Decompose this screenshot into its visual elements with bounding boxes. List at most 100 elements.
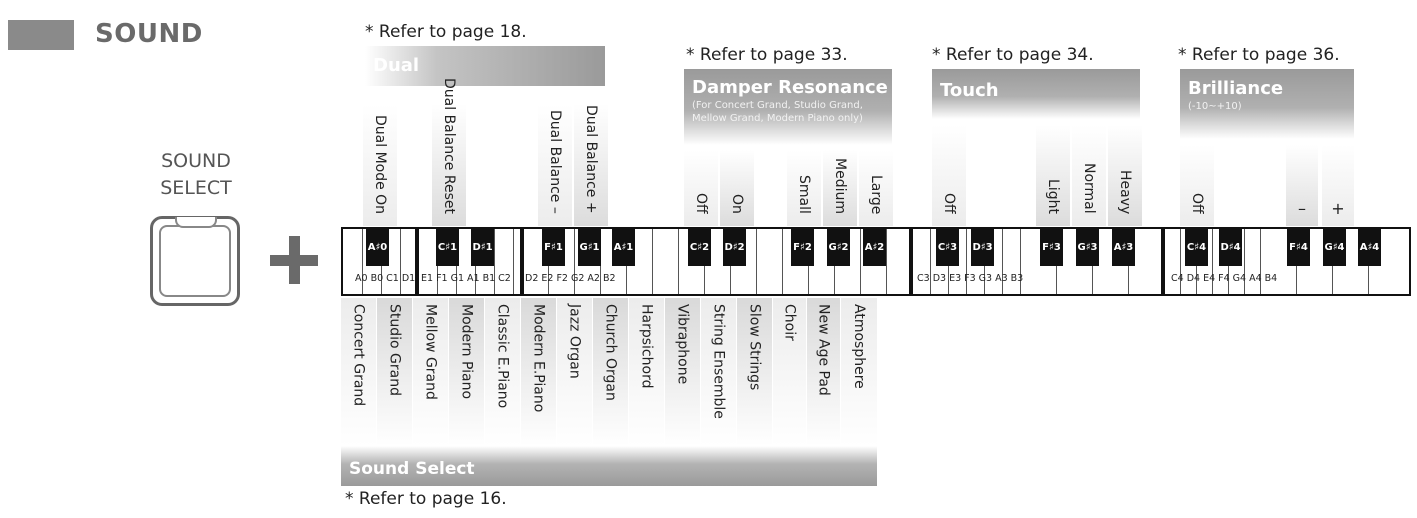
white-key[interactable] <box>731 229 757 294</box>
black-key[interactable]: A♯3 <box>1112 229 1135 266</box>
sound-new-age-pad: New Age Pad <box>807 298 840 446</box>
black-key[interactable]: D♯3 <box>971 229 994 266</box>
black-key[interactable]: C♯4 <box>1185 229 1208 266</box>
white-key-notes: C3 D3 E3 F3 G3 A3 B3 <box>917 273 1024 284</box>
function-label: Normal <box>1081 163 1097 214</box>
black-key[interactable]: A♯2 <box>863 229 886 266</box>
sound-select-button-face <box>159 225 231 297</box>
brilliance-sub: (-10~+10) <box>1188 101 1242 112</box>
white-key[interactable] <box>835 229 861 294</box>
function-dual-balance-reset: Dual Balance Reset <box>432 78 466 226</box>
sound-modern-piano: Modern Piano <box>449 298 484 446</box>
function-touch-heavy: Heavy <box>1108 125 1142 226</box>
white-key-notes: C4 D4 E4 F4 G4 A4 B4 <box>1171 273 1278 284</box>
function-label: Dual Balance – <box>547 110 563 214</box>
white-key[interactable] <box>549 229 575 294</box>
white-key[interactable] <box>495 229 514 294</box>
sound-label: Concert Grand <box>350 304 367 407</box>
white-key[interactable] <box>343 229 363 294</box>
black-key[interactable]: F♯2 <box>791 229 814 266</box>
refer-touch: * Refer to page 34. <box>932 45 1094 65</box>
sound-label: Mellow Grand <box>422 304 439 400</box>
function-dual-balance-plus: Dual Balance + <box>574 104 608 226</box>
black-key[interactable]: D♯4 <box>1219 229 1242 266</box>
function-damper-medium: Medium <box>823 150 857 226</box>
sound-church-organ: Church Organ <box>593 298 628 446</box>
white-key-notes: A0 B0 C1 D1 <box>355 273 416 284</box>
sound-select-label-line1: SOUND <box>161 150 231 172</box>
function-label: Dual Balance + <box>583 105 599 214</box>
function-dual-balance-minus: Dual Balance – <box>538 104 572 226</box>
white-key[interactable] <box>382 229 401 294</box>
white-key[interactable] <box>476 229 495 294</box>
sound-choir: Choir <box>773 298 806 446</box>
sound-label: Modern E.Piano <box>530 304 547 413</box>
white-key-notes: D2 E2 F2 G2 A2 B2 <box>525 273 616 284</box>
white-key[interactable] <box>1229 229 1245 294</box>
black-key[interactable]: F♯4 <box>1287 229 1310 266</box>
keyboard: A0 B0 C1 D1 E1 F1 G1 A1 B1 C2 D2 E2 F2 G… <box>341 227 1411 296</box>
refer-sound-select: * Refer to page 16. <box>345 489 507 509</box>
sound-atmosphere: Atmosphere <box>841 298 877 446</box>
white-key[interactable] <box>627 229 653 294</box>
refer-damper: * Refer to page 33. <box>686 45 848 65</box>
black-key[interactable]: F♯1 <box>542 229 565 266</box>
white-key[interactable] <box>861 229 887 294</box>
function-label: Light <box>1045 179 1061 214</box>
function-damper-on: On <box>720 150 754 226</box>
function-label: Large <box>868 174 884 214</box>
black-key[interactable]: A♯0 <box>366 229 389 266</box>
sound-label: Atmosphere <box>851 304 867 389</box>
white-key[interactable] <box>1165 229 1181 294</box>
sound-mellow-grand: Mellow Grand <box>413 298 448 446</box>
refer-dual: * Refer to page 18. <box>365 22 527 42</box>
black-key[interactable]: C♯1 <box>436 229 459 266</box>
sound-label: Modern Piano <box>458 304 475 400</box>
sound-vibraphone: Vibraphone <box>665 298 700 446</box>
white-key[interactable] <box>949 229 967 294</box>
function-label: Off <box>1189 193 1205 214</box>
sound-select-button[interactable] <box>150 216 240 306</box>
sound-label: New Age Pad <box>815 304 832 396</box>
white-key[interactable] <box>887 229 911 294</box>
function-brilliance-off: Off <box>1180 145 1214 226</box>
black-key[interactable]: C♯2 <box>688 229 711 266</box>
black-key[interactable]: G♯1 <box>578 229 601 266</box>
black-key[interactable]: A♯4 <box>1358 229 1381 266</box>
sound-jazz-organ: Jazz Organ <box>557 298 592 446</box>
function-damper-large: Large <box>859 150 893 226</box>
black-key[interactable]: F♯3 <box>1040 229 1063 266</box>
sound-studio-grand: Studio Grand <box>377 298 412 446</box>
function-label: Medium <box>832 158 848 214</box>
white-key[interactable] <box>1245 229 1261 294</box>
black-key[interactable]: G♯2 <box>827 229 850 266</box>
white-key[interactable] <box>985 229 1003 294</box>
black-key[interactable]: D♯2 <box>723 229 746 266</box>
refer-brilliance: * Refer to page 36. <box>1178 45 1340 65</box>
white-key[interactable] <box>653 229 679 294</box>
sound-harpsichord: Harpsichord <box>629 298 664 446</box>
black-key[interactable]: A♯1 <box>612 229 635 266</box>
function-label: Off <box>941 193 957 214</box>
sound-label: Church Organ <box>602 304 619 401</box>
group-banner-brilliance: Brilliance (-10~+10) <box>1180 69 1354 139</box>
sound-string-ensemble: String Ensemble <box>701 298 736 446</box>
white-key-notes: E1 F1 G1 A1 B1 C2 <box>421 273 511 284</box>
black-key[interactable]: G♯4 <box>1323 229 1346 266</box>
function-label: Dual Balance Reset <box>441 78 457 214</box>
damper-sub1: (For Concert Grand, Studio Grand, <box>692 100 863 111</box>
white-key[interactable] <box>1003 229 1021 294</box>
function-label: – <box>1298 199 1306 218</box>
sound-label: Jazz Organ <box>566 304 583 379</box>
sound-select-label-line2: SELECT <box>160 177 232 199</box>
black-key[interactable]: D♯1 <box>471 229 494 266</box>
sound-label: String Ensemble <box>710 304 727 419</box>
octave-divider <box>520 229 524 294</box>
sound-select-button-led <box>175 217 217 228</box>
function-touch-off: Off <box>932 125 966 226</box>
white-key[interactable] <box>913 229 931 294</box>
white-key[interactable] <box>1197 229 1213 294</box>
black-key[interactable]: C♯3 <box>936 229 959 266</box>
white-key[interactable] <box>757 229 783 294</box>
black-key[interactable]: G♯3 <box>1076 229 1099 266</box>
